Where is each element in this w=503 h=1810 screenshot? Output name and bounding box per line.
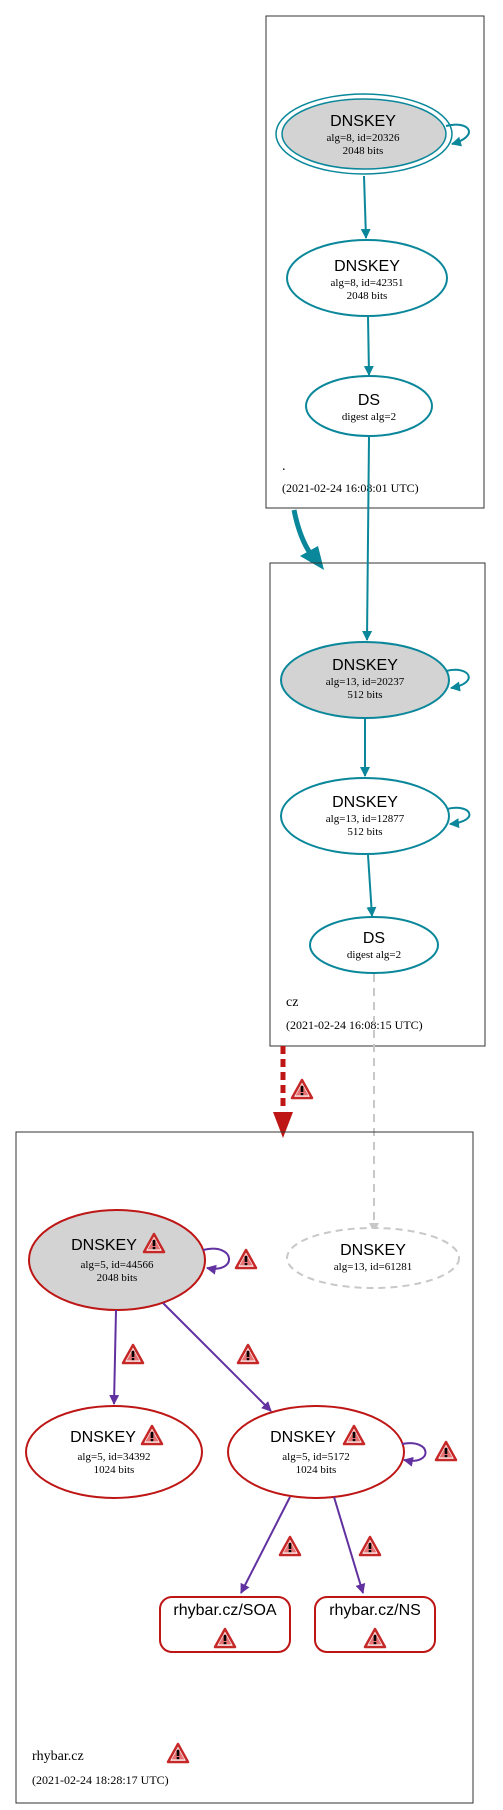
cz-ksk-alg: alg=13, id=20237 (326, 676, 405, 688)
self-loop-cz-ksk (445, 668, 470, 692)
zone-label-cz: cz (286, 995, 298, 1010)
rhybar-soa-label: rhybar.cz/SOA (173, 1602, 276, 1619)
zone-box-rhybar (15, 1131, 474, 1804)
rhybar-key1-alg: alg=5, id=34392 (78, 1451, 151, 1463)
rhybar-ns-label: rhybar.cz/NS (329, 1602, 421, 1619)
rhybar-key1-title: DNSKEY (70, 1429, 136, 1446)
warning-triangle-icon (290, 1078, 314, 1100)
edge-root-zsk-to-ds (363, 315, 374, 376)
root-ds-title: DS (358, 392, 380, 409)
cz-zsk-alg: alg=13, id=12877 (326, 813, 405, 825)
rhybar-missing-key-alg: alg=13, id=61281 (334, 1261, 412, 1273)
node-rhybar-key-34392: DNSKEY alg=5, id=34392 1024 bits (25, 1405, 203, 1499)
edge-rhybar-ksk-to-key1 (109, 1309, 120, 1405)
warning-triangle-icon (278, 1535, 302, 1557)
root-ds-digest: digest alg=2 (342, 411, 396, 423)
cz-ds-digest: digest alg=2 (347, 949, 401, 961)
edge-root-ksk-to-zsk (360, 175, 371, 239)
node-cz-ksk: DNSKEY alg=13, id=20237 512 bits (280, 641, 450, 719)
root-zsk-title: DNSKEY (334, 258, 400, 275)
node-cz-ds: DS digest alg=2 (309, 916, 439, 974)
root-zsk-bits: 2048 bits (347, 290, 388, 302)
warning-triangle-icon (358, 1535, 382, 1557)
delegation-root-to-cz (291, 509, 315, 558)
zone-box-root (265, 15, 485, 509)
zone-timestamp-root: (2021-02-24 16:08:01 UTC) (282, 481, 419, 495)
rhybar-key2-title: DNSKEY (270, 1429, 336, 1446)
rhybar-key1-bits: 1024 bits (94, 1464, 135, 1476)
self-loop-root-ksk (445, 123, 470, 147)
root-ksk-bits: 2048 bits (343, 145, 384, 157)
node-root-ds: DS digest alg=2 (305, 375, 433, 437)
node-root-ksk: DNSKEY alg=8, id=20326 2048 bits (275, 93, 453, 175)
cz-zsk-bits: 512 bits (347, 826, 382, 838)
warning-triangle-icon (434, 1440, 458, 1462)
zone-timestamp-cz: (2021-02-24 16:08:15 UTC) (286, 1018, 423, 1032)
node-root-zsk: DNSKEY alg=8, id=42351 2048 bits (286, 239, 448, 317)
zone-label-root: . (282, 459, 286, 474)
zone-box-cz (269, 562, 486, 1047)
node-rhybar-soa: rhybar.cz/SOA (159, 1596, 291, 1653)
cz-ksk-title: DNSKEY (332, 657, 398, 674)
rhybar-ksk-alg: alg=5, id=44566 (81, 1259, 154, 1271)
delegation-root-to-cz-arrowhead (300, 546, 324, 570)
node-rhybar-key-5172: DNSKEY alg=5, id=5172 1024 bits (227, 1405, 405, 1499)
cz-ds-title: DS (363, 930, 385, 947)
self-loop-cz-zsk (446, 806, 471, 829)
edge-rhybar-key2-to-soa (240, 1496, 291, 1594)
rhybar-missing-key-title: DNSKEY (340, 1242, 406, 1259)
self-loop-rhybar-ksk (202, 1247, 230, 1275)
edge-rhybar-ksk-to-key2 (162, 1302, 272, 1412)
cz-ksk-bits: 512 bits (347, 689, 382, 701)
cz-zsk-title: DNSKEY (332, 794, 398, 811)
zone-label-rhybar: rhybar.cz (32, 1749, 84, 1764)
edge-rhybar-key2-to-ns (333, 1496, 366, 1594)
node-cz-zsk: DNSKEY alg=13, id=12877 512 bits (280, 777, 450, 855)
rhybar-ksk-bits: 2048 bits (97, 1272, 138, 1284)
delegation-cz-to-rhybar-arrowhead (273, 1112, 293, 1138)
warning-triangle-icon (236, 1343, 260, 1365)
rhybar-key2-bits: 1024 bits (296, 1464, 337, 1476)
zone-timestamp-rhybar: (2021-02-24 18:28:17 UTC) (32, 1773, 169, 1787)
edge-root-ds-to-cz-ksk (362, 436, 373, 641)
self-loop-rhybar-key2 (401, 1442, 427, 1467)
rhybar-ksk-title: DNSKEY (71, 1237, 137, 1254)
node-rhybar-missing-key: DNSKEY alg=13, id=61281 (286, 1227, 460, 1289)
edge-cz-zsk-to-ds (366, 854, 377, 917)
warning-triangle-icon (166, 1742, 190, 1764)
root-ksk-alg: alg=8, id=20326 (327, 132, 400, 144)
node-rhybar-ksk: DNSKEY alg=5, id=44566 2048 bits (28, 1209, 206, 1311)
node-rhybar-ns: rhybar.cz/NS (314, 1596, 436, 1653)
root-ksk-title: DNSKEY (330, 113, 396, 130)
root-zsk-alg: alg=8, id=42351 (331, 277, 404, 289)
rhybar-key2-alg: alg=5, id=5172 (282, 1451, 349, 1463)
warning-triangle-icon (121, 1343, 145, 1365)
warning-triangle-icon (234, 1248, 258, 1270)
